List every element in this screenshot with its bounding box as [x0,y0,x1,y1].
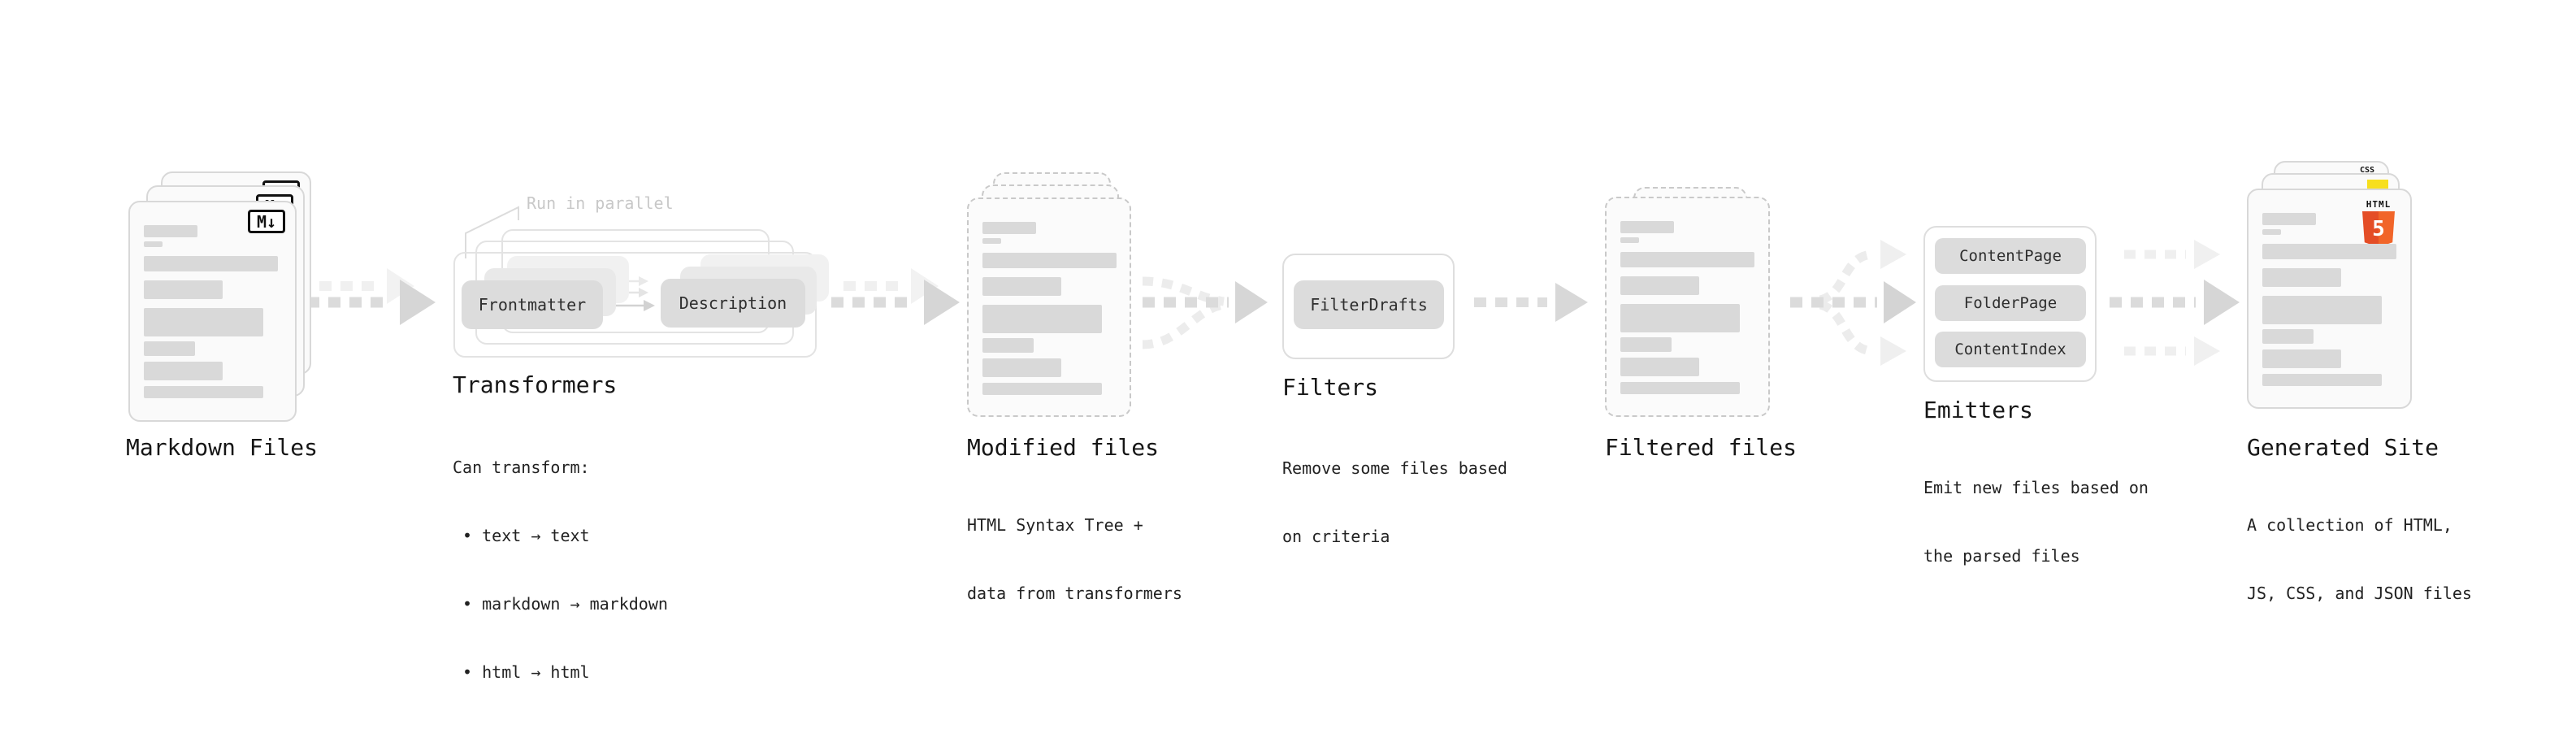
filters-description: Remove some files based on criteria [1282,411,1507,593]
description-line: the parsed files [1923,546,2080,566]
html5-icon-label: HTML [2366,199,2392,210]
placeholder-bar [1620,252,1754,267]
generated-site-description: A collection of HTML, JS, CSS, and JSON … [2247,468,2472,650]
run-in-parallel-label: Run in parallel [527,193,674,213]
description-line: • text → text [453,526,590,545]
file-content-placeholder [969,199,1130,415]
placeholder-bar [2262,329,2314,344]
placeholder-bar [144,341,195,356]
placeholder-bar [2262,374,2382,386]
placeholder-bar [1620,276,1699,295]
html5-icon: HTML 5 [2360,200,2397,247]
placeholder-bar [2262,349,2341,368]
placeholder-bar [144,362,223,380]
placeholder-bar [144,280,223,299]
arrow-markdown-to-transformers [307,268,436,325]
placeholder-bar [144,386,263,398]
placeholder-bar [144,225,197,237]
filters-title: Filters [1282,374,1379,401]
placeholder-bar [982,253,1117,268]
generated-site-title: Generated Site [2247,434,2439,461]
placeholder-bar [982,338,1034,353]
run-in-parallel-leader-line [465,206,519,258]
placeholder-bar [1620,237,1639,243]
placeholder-bar [1620,382,1740,394]
placeholder-bar [2262,296,2382,324]
placeholder-bar [1620,221,1674,233]
markdown-file-card-front: M↓ [128,201,297,422]
modified-files-description: HTML Syntax Tree + data from transformer… [967,468,1182,650]
arrow-filtered-to-emitters-fork [1790,240,1916,366]
placeholder-bar [2262,213,2316,225]
emitters-description: Emit new files based on the parsed files [1923,431,2149,613]
js-icon [2367,180,2388,190]
placeholder-bar [2262,229,2281,235]
folderpage-pill: FolderPage [1935,285,2086,321]
placeholder-bar [1620,337,1672,352]
placeholder-bar [2262,268,2341,287]
transformers-description: Can transform: • text → text • markdown … [453,410,668,729]
placeholder-bar [982,358,1061,377]
arrow-transformers-to-modified [831,268,960,325]
emitters-title: Emitters [1923,397,2033,423]
markdown-icon: M↓ [248,210,285,233]
filtered-file-card-front [1605,197,1770,417]
frontmatter-pill: Frontmatter [462,280,603,329]
description-line: • html → html [453,662,590,682]
site-file-card-html: HTML 5 [2247,189,2412,409]
placeholder-bar [144,308,263,336]
filtered-files-title: Filtered files [1605,434,1798,461]
description-line: Can transform: [453,458,590,477]
html5-icon-shield: 5 [2362,211,2395,247]
placeholder-bar [982,277,1061,296]
file-content-placeholder [1607,198,1768,415]
placeholder-bar [2262,244,2396,259]
markdown-files-title: Markdown Files [126,434,319,461]
file-content-placeholder [2249,190,2410,407]
arrow-modified-to-filters-merge [1142,276,1268,349]
placeholder-bar [982,383,1102,395]
flow-arrows [307,206,2240,366]
pipeline-diagram: M↓ M↓ M↓ Markdown Files Frontmatter Desc… [126,161,2472,682]
modified-file-card-front [967,197,1131,417]
placeholder-bar [982,222,1036,234]
placeholder-bar [982,305,1102,333]
placeholder-bar [144,241,163,247]
description-line: Remove some files based [1282,458,1507,478]
arrow-emitters-to-site [2110,240,2240,366]
placeholder-bar [1620,358,1699,376]
description-pill: Description [661,279,805,328]
transformers-title: Transformers [453,371,618,398]
contentpage-pill: ContentPage [1935,238,2086,274]
modified-files-title: Modified files [967,434,1160,461]
description-line: JS, CSS, and JSON files [2247,584,2472,603]
placeholder-bar [144,256,278,271]
description-line: • markdown → markdown [453,594,668,614]
arrow-filters-to-filtered [1474,283,1588,322]
description-line: A collection of HTML, [2247,515,2452,535]
description-line: HTML Syntax Tree + [967,515,1143,535]
placeholder-bar [982,238,1001,244]
description-line: data from transformers [967,584,1182,603]
placeholder-bar [1620,304,1740,332]
description-line: on criteria [1282,527,1390,546]
filterdrafts-pill: FilterDrafts [1294,280,1444,329]
contentindex-pill: ContentIndex [1935,332,2086,367]
description-line: Emit new files based on [1923,478,2149,497]
css-icon-label: CSS [2359,166,2375,175]
file-content-placeholder [130,202,295,420]
